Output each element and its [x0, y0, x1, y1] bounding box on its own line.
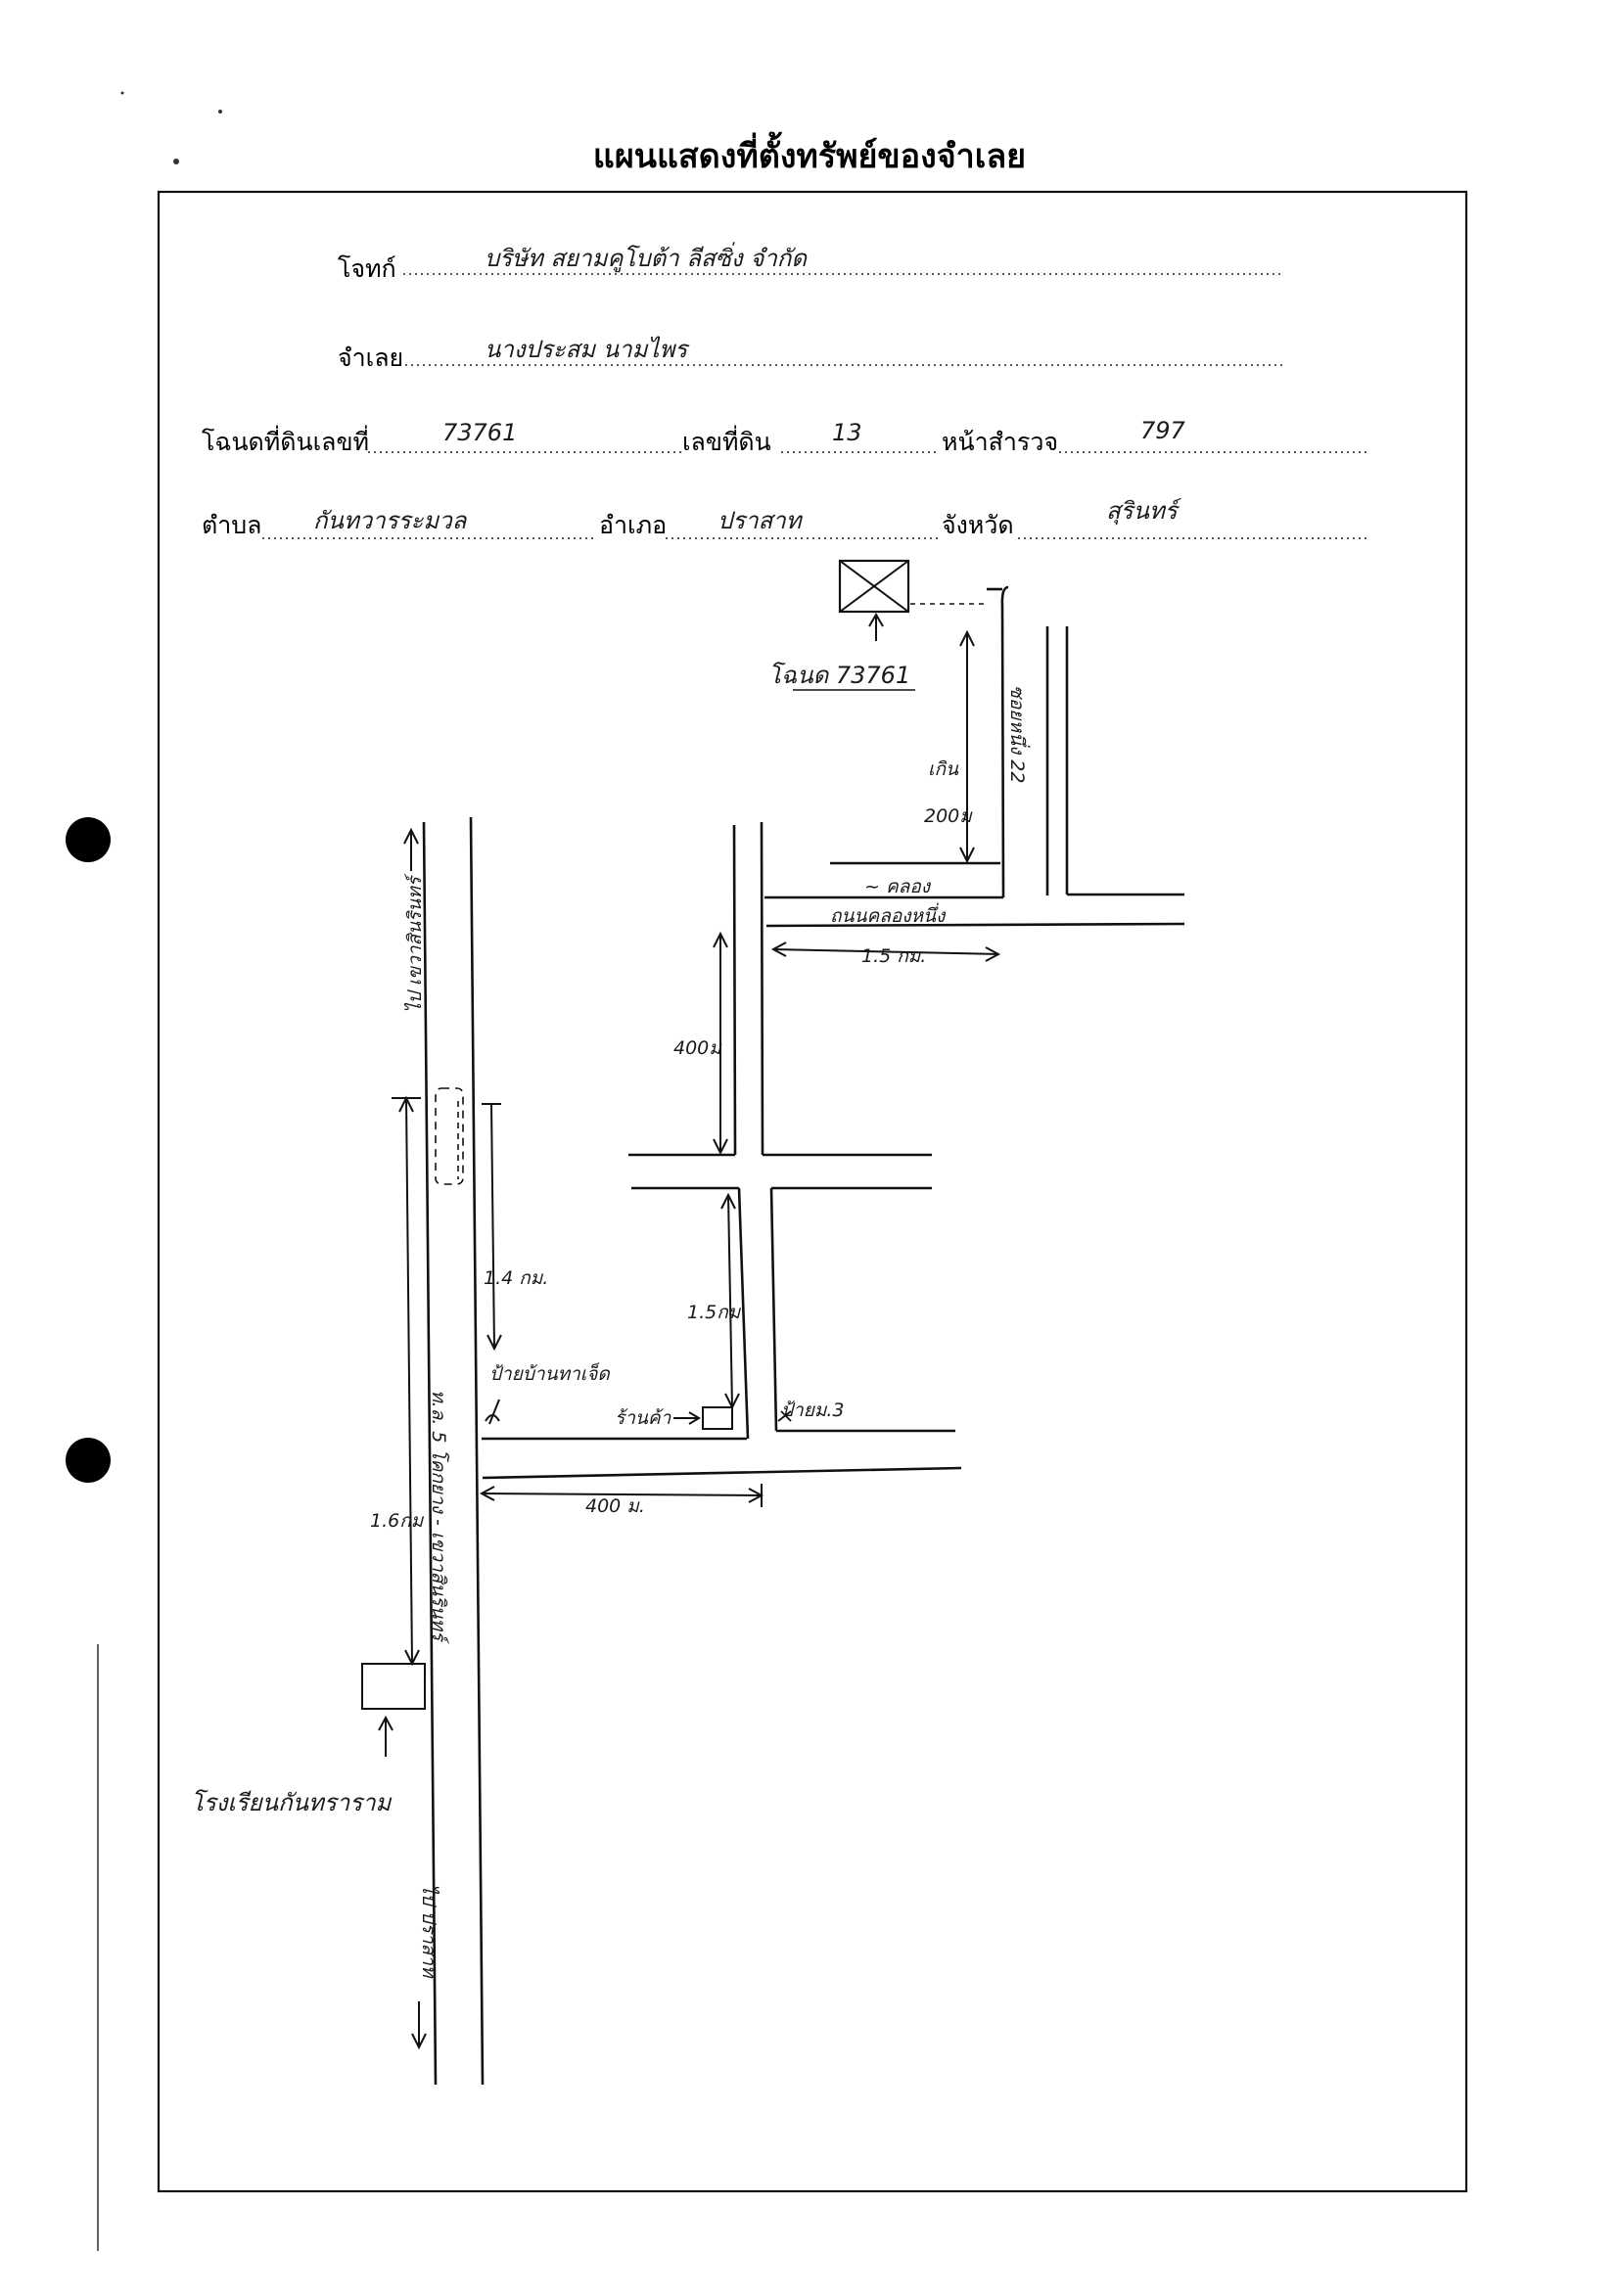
highway-left-edge: [422, 821, 438, 2086]
sign-3-label: ป้ายม.3: [781, 1400, 845, 1421]
plot-distance-arrow-bottom: [959, 847, 975, 864]
outer-frame: [157, 190, 1468, 2193]
to-north-label: ไป เขวาสินรินทร์: [403, 873, 426, 1013]
district-label: อำเภอ: [599, 511, 667, 539]
land-no-value: 13: [832, 419, 862, 446]
school-label: โรงเรียนกันทราราม: [191, 1789, 393, 1816]
deed-plot-marker: โฉนด 73761: [768, 559, 985, 691]
soi-left-edge: [1000, 585, 1009, 898]
subdistrict-label: ตำบล: [202, 511, 261, 539]
binder-hole-bottom: [66, 1438, 111, 1483]
deed-value: 73761: [442, 419, 517, 446]
dist-1-5km-b-label: 1.5กม: [687, 1302, 742, 1323]
plaintiff-value: บริษัท สยามคูโบต้า ลีสซิ่ง จำกัด: [485, 242, 808, 273]
survey-page-value: 797: [1140, 417, 1186, 444]
province-label: จังหวัด: [942, 511, 1014, 539]
dist-400-a-label: 400ม: [673, 1037, 722, 1059]
to-north-sign: ไป เขวาสินรินทร์: [403, 827, 426, 1013]
dist-400-a-arrow-top: [713, 931, 728, 948]
dist-400-a-arrow-bottom: [713, 1138, 728, 1156]
dist-1-6km-label: 1.6กม: [370, 1510, 425, 1532]
dist-1-5km-arrow-right: [985, 946, 1001, 962]
canal-road-label: ถนนคลองหนึ่ง: [830, 902, 947, 927]
school-pointer-head: [378, 1715, 393, 1731]
shop-box: [702, 1406, 733, 1430]
soi-22-label: ซอยหนึ่ง 22: [1006, 685, 1031, 783]
north-road-right-edge: [760, 821, 764, 1156]
page-title: แผนแสดงที่ตั้งทรัพย์ของจำเลย: [593, 131, 1026, 176]
north-road-left-edge: [732, 824, 737, 1156]
header-fields: โจทก์ บริษัท สยามคูโบต้า ลีสซิ่ง จำกัด จ…: [202, 242, 1370, 539]
defendant-value: นางประสม นามไพร: [485, 336, 690, 363]
village-sign-label: ป้ายบ้านทาเจ็ด: [489, 1362, 611, 1385]
shop-arrow-head: [688, 1411, 701, 1425]
dist-1-5km-arrow: [772, 948, 999, 955]
deed-plot-cross-2: [839, 560, 909, 613]
plot-distance-label-2: 200ม: [924, 805, 973, 827]
dist-400-b-arrow: [481, 1492, 763, 1496]
dist-1-4km-label: 1.4 กม.: [484, 1267, 548, 1289]
binder-hole-top: [66, 817, 111, 862]
dist-1-5km-b-arrow: [727, 1195, 733, 1408]
scan-speck: [218, 110, 222, 114]
plot-distance-label-1: เกิน: [928, 758, 959, 780]
deed-label: โฉนดที่ดินเลขที่: [202, 425, 369, 456]
land-no-label: เลขที่ดิน: [682, 425, 771, 456]
highway-dashed-mark: [435, 1087, 464, 1185]
plot-distance-arrow-top: [959, 629, 975, 647]
defendant-label: จำเลย: [338, 344, 403, 372]
dist-1-5km-label: 1.5 กม.: [861, 945, 926, 967]
survey-page-label: หน้าสำรวจ: [942, 428, 1058, 456]
dist-1-6km-arrow-top: [398, 1095, 414, 1113]
highway-label: ท.ล. 5 โคกยาง - เขวาสินรินทร์: [428, 1390, 450, 1644]
deed-plot-pointer-head: [868, 613, 884, 627]
dist-1-6km-arrow: [405, 1097, 413, 1665]
highway-right-edge: [469, 816, 485, 2086]
branch-road-bottom-edge: [482, 1466, 962, 1480]
plaintiff-label: โจทก์: [338, 254, 396, 283]
to-south-arrow-head: [411, 2033, 427, 2050]
to-south-sign: ไป ปราสาท: [411, 1884, 440, 2050]
province-value: สุรินทร์: [1106, 497, 1182, 526]
dist-1-5km-arrow-left: [770, 941, 787, 957]
shop-label: ร้านค้า: [615, 1407, 672, 1429]
to-north-arrow-head: [403, 827, 419, 845]
east-road-bottom-edge: [765, 922, 1185, 928]
deed-plot-box: [838, 559, 910, 614]
dist-400-b-arrow-left: [479, 1486, 495, 1501]
north-road-right-edge-2: [769, 1187, 778, 1432]
deed-plot-label: โฉนด 73761: [768, 662, 910, 689]
dist-1-4km-arrow: [490, 1103, 495, 1350]
school-box: [361, 1663, 426, 1710]
scan-speck: [120, 91, 124, 95]
to-south-label: ไป ปราสาท: [418, 1884, 440, 1979]
subdistrict-value: กันทวารระมวล: [313, 507, 468, 534]
village-sign-marker: [485, 1399, 500, 1425]
dist-400-b-label: 400 ม.: [585, 1495, 645, 1517]
dist-1-5km-b-arrow-top: [720, 1192, 736, 1210]
sign-3-marker: [777, 1410, 792, 1422]
dist-1-4km-arrow-bottom: [486, 1334, 502, 1352]
scan-speck: [173, 159, 179, 164]
canal-label: ~ คลอง: [864, 876, 932, 897]
north-road-left-edge-2: [737, 1187, 750, 1440]
district-value: ปราสาท: [717, 507, 804, 534]
